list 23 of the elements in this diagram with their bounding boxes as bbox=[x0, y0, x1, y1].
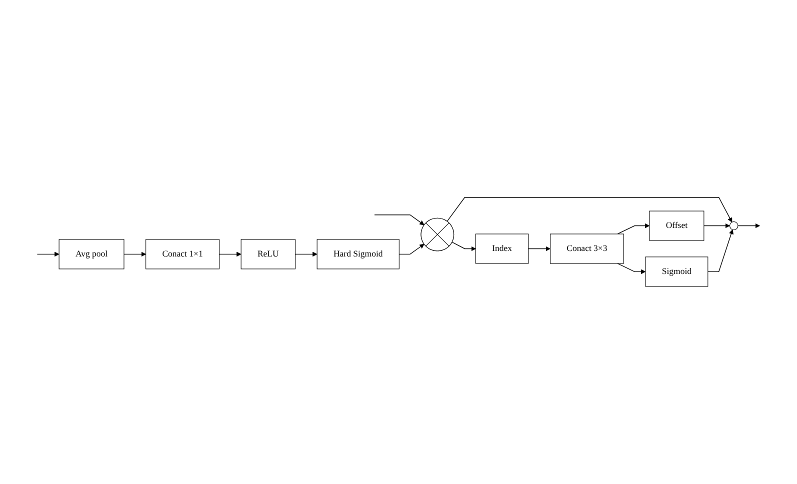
arrow bbox=[446, 197, 732, 222]
node-box: Hard Sigmoid bbox=[316, 239, 400, 270]
arrow bbox=[398, 244, 424, 255]
arrow bbox=[374, 214, 424, 226]
arrow bbox=[452, 242, 476, 252]
node-box: ReLU bbox=[240, 239, 296, 270]
node-box: Index bbox=[475, 234, 529, 264]
arrow bbox=[218, 252, 242, 257]
arrow bbox=[617, 223, 650, 234]
node-box: Offset bbox=[649, 210, 704, 241]
node-circle bbox=[729, 222, 738, 230]
node-box: Avg pool bbox=[58, 239, 124, 270]
arrow bbox=[528, 246, 550, 252]
arrow bbox=[36, 252, 60, 257]
arrow bbox=[294, 252, 318, 257]
arrow bbox=[738, 223, 760, 228]
arrow bbox=[708, 230, 734, 272]
node-box: Conact 1×1 bbox=[146, 239, 220, 270]
node-box: Conact 3×3 bbox=[550, 234, 624, 264]
arrow bbox=[704, 223, 730, 228]
node-box: Sigmoid bbox=[645, 256, 708, 287]
arrow bbox=[617, 263, 646, 274]
arrow bbox=[124, 252, 146, 257]
